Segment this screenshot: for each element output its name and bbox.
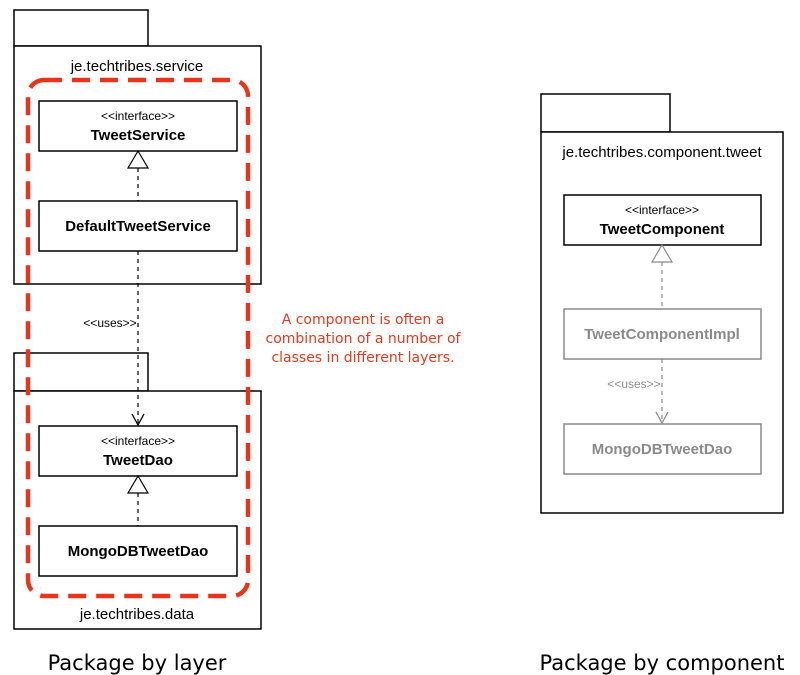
service-package-tab (13, 9, 149, 47)
tweet-component-impl-class: TweetComponentImpl (563, 308, 762, 360)
component-package-tab (540, 93, 671, 133)
mongo-tweet-dao-name-left: MongoDBTweetDao (68, 543, 209, 560)
realization-triangle-dao (126, 474, 150, 494)
mongo-tweet-dao-class-left: MongoDBTweetDao (38, 525, 238, 577)
service-package-name: je.techtribes.service (70, 58, 204, 75)
component-package-name: je.techtribes.component.tweet (561, 144, 762, 161)
component-highlight-outline (25, 77, 251, 599)
data-package-name: je.techtribes.data (79, 606, 195, 623)
tweet-service-name: TweetService (91, 127, 186, 144)
tweet-component-name: TweetComponent (600, 221, 725, 238)
tweet-component-class: <<interface>> TweetComponent (563, 194, 762, 246)
tweet-dao-stereotype: <<interface>> (101, 434, 175, 448)
realization-triangle-service (126, 149, 150, 169)
tweet-dao-class: <<interface>> TweetDao (38, 425, 238, 477)
uses-arrowhead-right (655, 411, 669, 425)
uses-label-right: <<uses>> (607, 377, 660, 391)
caption-package-by-layer: Package by layer (48, 651, 227, 675)
note-line-3: classes in different layers. (271, 350, 454, 366)
default-tweet-service-class: DefaultTweetService (38, 200, 238, 252)
data-package-tab (13, 352, 149, 392)
note-line-1: A component is often a (282, 312, 445, 328)
note-line-2: combination of a number of (266, 331, 462, 347)
realization-triangle-component (650, 243, 674, 263)
tweet-dao-name: TweetDao (103, 452, 173, 469)
tweet-service-stereotype: <<interface>> (101, 109, 175, 123)
tweet-service-class: <<interface>> TweetService (38, 100, 238, 152)
uses-label-left: <<uses>> (83, 316, 136, 330)
tweet-component-stereotype: <<interface>> (625, 203, 699, 217)
default-tweet-service-name: DefaultTweetService (65, 218, 211, 235)
tweet-component-impl-name: TweetComponentImpl (584, 326, 740, 343)
mongo-tweet-dao-name-right: MongoDBTweetDao (592, 441, 733, 458)
mongo-tweet-dao-class-right: MongoDBTweetDao (563, 423, 762, 475)
component-note: A component is often a combination of a … (266, 312, 462, 366)
uses-arrowhead-left (131, 413, 145, 427)
caption-package-by-component: Package by component (540, 651, 785, 675)
